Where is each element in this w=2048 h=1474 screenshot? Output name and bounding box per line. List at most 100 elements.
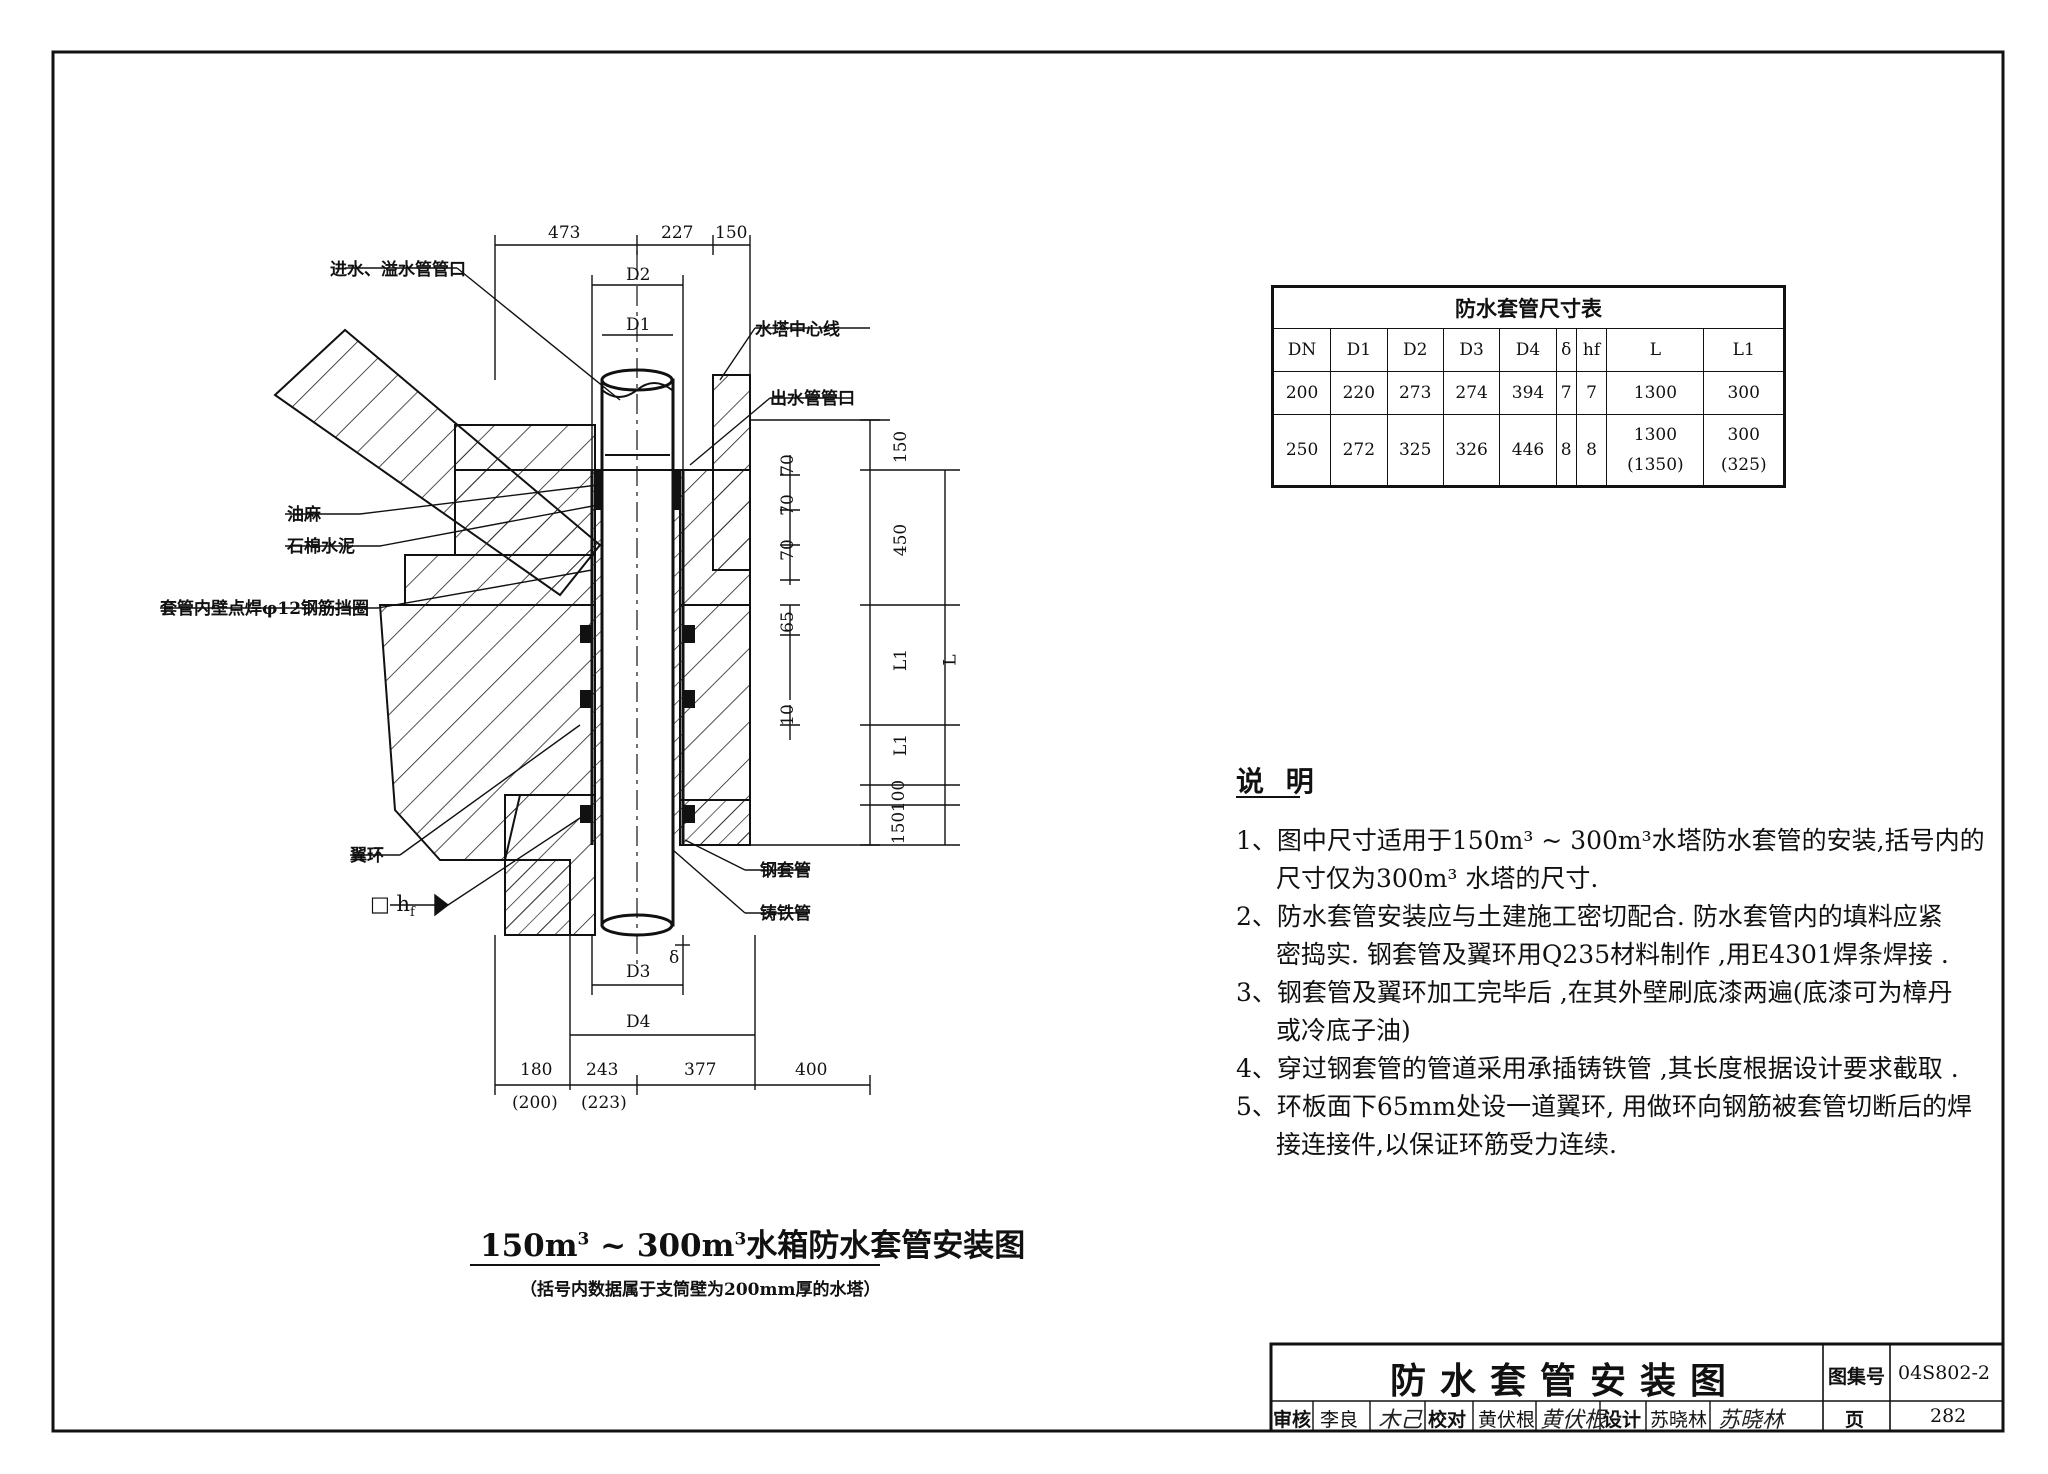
- note-line: 2、防水套管安装应与土建施工密切配合. 防水套管内的填料应紧: [1236, 902, 1943, 931]
- note-line: 接连接件,以保证环筋受力连续.: [1276, 1130, 1617, 1159]
- label-delta: δ: [669, 948, 680, 968]
- table-cell: 250: [1271, 414, 1332, 487]
- note-line: 4、穿过钢套管的管道采用承插铸铁管 ,其长度根据设计要求截取 .: [1236, 1054, 1959, 1083]
- table-row: 200 220 273 274 394 7 7 1300 300: [1271, 371, 1785, 415]
- checker-signature: 黄伏根: [1540, 1408, 1607, 1433]
- label-asbestos-cement: 石棉水泥: [287, 537, 355, 557]
- dim-65: 65: [777, 611, 798, 633]
- table-cell: 273: [1386, 371, 1444, 415]
- dim-70-b: 70: [777, 494, 798, 516]
- designer-name: 苏晓林: [1650, 1409, 1708, 1431]
- page-number: 282: [1930, 1405, 1967, 1427]
- dim-l1-a: L1: [891, 648, 912, 672]
- dim-100: 100: [889, 779, 910, 813]
- diagram-caption: 150m3 ~ 300m3水箱防水套管安装图: [480, 1228, 1026, 1264]
- dim-70-c: 70: [777, 539, 798, 561]
- check-label: 校对: [1428, 1409, 1467, 1431]
- dim-150-top: 150: [715, 223, 748, 243]
- header-cell: δ: [1555, 328, 1577, 372]
- table-cell: 1300 (1350): [1606, 414, 1705, 487]
- dim-223-paren: (223): [581, 1093, 627, 1113]
- label-steel-sleeve: 钢套管: [760, 861, 811, 881]
- label-cast-iron-pipe: 铸铁管: [760, 904, 811, 924]
- table-cell: 8: [1575, 414, 1608, 487]
- pipe-assembly: [455, 250, 750, 970]
- header-cell: D1: [1330, 328, 1388, 372]
- dim-400: 400: [795, 1060, 828, 1080]
- dim-377: 377: [684, 1060, 717, 1080]
- label-outlet-pipe: 出水管管口: [770, 389, 855, 409]
- note-line: 密捣实. 钢套管及翼环用Q235材料制作 ,用E4301焊条焊接 .: [1276, 940, 1949, 969]
- note-line: 或冷底子油): [1276, 1016, 1411, 1045]
- table-cell: 325: [1386, 414, 1444, 487]
- header-cell: L: [1606, 328, 1705, 372]
- dimension-lines: [494, 235, 960, 1095]
- design-label: 设计: [1603, 1409, 1642, 1431]
- concrete-wall: [273, 328, 751, 936]
- dim-70-a: 70: [777, 454, 798, 476]
- dim-l1-b: L1: [891, 733, 912, 757]
- table-row: 250 272 325 326 446 8 8 1300 (1350) 300 …: [1271, 414, 1785, 487]
- dim-d1: D1: [626, 315, 651, 335]
- dim-150-right-a: 150: [891, 430, 912, 464]
- label-inlet-outlet-pipe: 进水、溢水管管口: [330, 260, 466, 280]
- table-cell: 220: [1330, 371, 1388, 415]
- table-cell: 7: [1555, 371, 1577, 415]
- dim-450: 450: [891, 523, 912, 557]
- table-cell: 7: [1575, 371, 1608, 415]
- title-block-title: 防水套管安装图: [1390, 1360, 1741, 1402]
- table-cell: 326: [1442, 414, 1501, 487]
- table-cell: 300 (325): [1703, 414, 1785, 487]
- reviewer-name: 李良: [1320, 1409, 1359, 1431]
- header-cell: DN: [1271, 328, 1332, 372]
- leader-lines: [160, 267, 870, 917]
- dim-d4: D4: [626, 1012, 651, 1032]
- table-cell: 1300: [1606, 371, 1705, 415]
- dim-227: 227: [661, 223, 694, 243]
- label-rebar-ring: 套管内壁点焊φ12钢筋挡圈: [160, 599, 370, 619]
- dim-d2: D2: [626, 265, 651, 285]
- table-cell: 200: [1271, 371, 1332, 415]
- dim-243: 243: [586, 1060, 619, 1080]
- table-cell: 394: [1499, 371, 1557, 415]
- table-cell: 446: [1499, 414, 1557, 487]
- header-cell: D4: [1499, 328, 1557, 372]
- dim-l: L: [940, 654, 961, 666]
- notes-list: 1、图中尺寸适用于150m³ ~ 300m³水塔防水套管的安装,括号内的 尺寸仅…: [1236, 822, 1985, 1164]
- checker-name: 黄伏根: [1478, 1409, 1536, 1431]
- label-wing-ring: 翼环: [350, 846, 384, 866]
- page-label: 页: [1845, 1409, 1865, 1431]
- spec-table-header: DN D1 D2 D3 D4 δ hf L L1: [1271, 328, 1785, 372]
- header-cell: L1: [1703, 328, 1785, 372]
- note-line: 5、环板面下65mm处设一道翼环, 用做环向钢筋被套管切断后的焊: [1236, 1092, 1973, 1121]
- dim-d3: D3: [626, 962, 651, 982]
- spec-table: 防水套管尺寸表 DN D1 D2 D3 D4 δ hf L L1 200 220…: [1271, 285, 1786, 488]
- diagram-subcaption: （括号内数据属于支筒壁为200mm厚的水塔）: [520, 1280, 881, 1300]
- review-label: 审核: [1273, 1409, 1312, 1431]
- table-cell: 274: [1442, 371, 1501, 415]
- designer-signature: 苏晓林: [1718, 1408, 1785, 1433]
- atlas-number: 04S802-2: [1898, 1362, 1990, 1384]
- dim-10: 10: [777, 704, 798, 726]
- dim-150-right-b: 150: [889, 811, 910, 845]
- table-cell: 8: [1555, 414, 1577, 487]
- atlas-label: 图集号: [1828, 1366, 1886, 1388]
- reviewer-signature: 木己: [1378, 1408, 1423, 1433]
- label-oakum: 油麻: [287, 505, 321, 525]
- header-cell: D3: [1442, 328, 1501, 372]
- notes-title: 说 明: [1236, 765, 1320, 798]
- dim-200-paren: (200): [512, 1093, 558, 1113]
- note-line: 尺寸仅为300m³ 水塔的尺寸.: [1276, 864, 1599, 893]
- header-cell: hf: [1575, 328, 1608, 372]
- title-block-frame: [1269, 1342, 2005, 1433]
- note-line: 3、钢套管及翼环加工完毕后 ,在其外壁刷底漆两遍(底漆可为樟丹: [1236, 978, 1953, 1007]
- header-cell: D2: [1386, 328, 1444, 372]
- note-line: 1、图中尺寸适用于150m³ ~ 300m³水塔防水套管的安装,括号内的: [1236, 826, 1985, 855]
- sheet-border: [51, 50, 2005, 1433]
- dim-473: 473: [548, 223, 581, 243]
- label-tower-centerline: 水塔中心线: [755, 320, 840, 340]
- dim-180: 180: [520, 1060, 553, 1080]
- spec-table-title: 防水套管尺寸表: [1272, 286, 1785, 329]
- table-cell: 272: [1330, 414, 1388, 487]
